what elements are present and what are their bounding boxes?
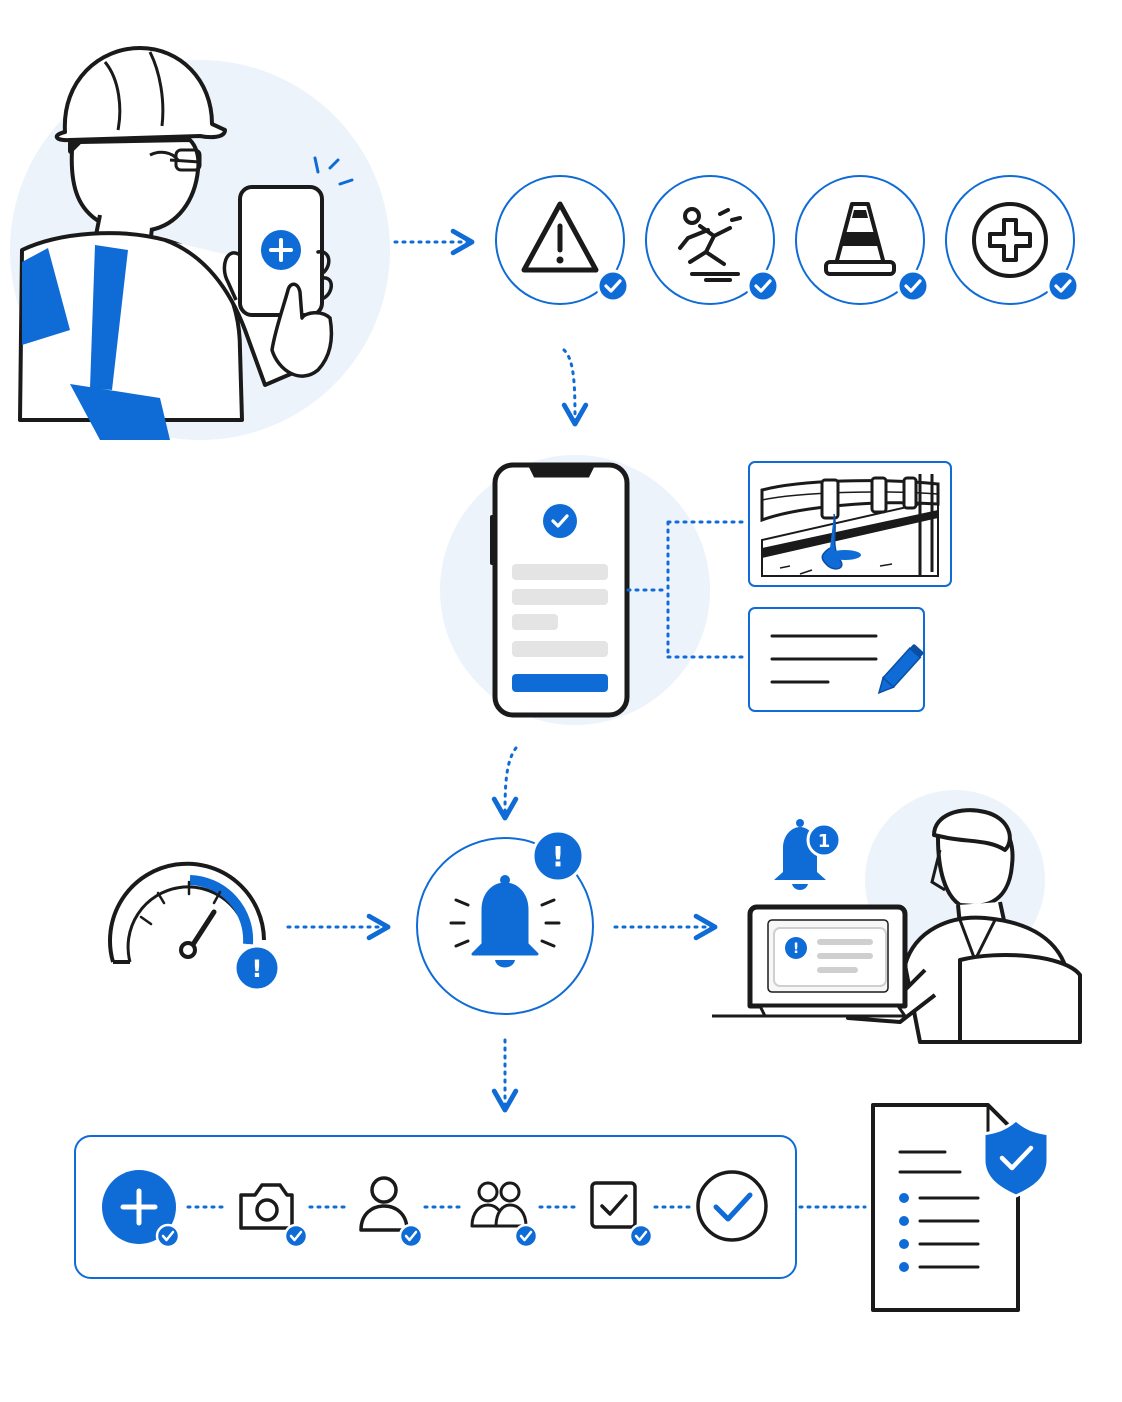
supervisor-illustration: 1 !	[712, 790, 1082, 1044]
alert-hub-badge: !	[531, 829, 585, 883]
warning-triangle-icon	[521, 201, 599, 273]
workflow-steps	[74, 1135, 797, 1279]
step-complete[interactable]	[696, 1170, 768, 1242]
laptop-alert-icon: !	[785, 937, 807, 959]
notification-count-badge: 1	[806, 822, 842, 858]
photo-attachment-card[interactable]	[748, 461, 952, 587]
hard-hat-icon	[54, 46, 227, 143]
form-field-2[interactable]	[512, 589, 608, 605]
svg-text:!: !	[252, 955, 263, 983]
form-field-4[interactable]	[512, 641, 608, 657]
check-circle-icon	[696, 1170, 768, 1242]
compliance-report[interactable]	[871, 1103, 1050, 1312]
form-submit-button[interactable]	[512, 674, 608, 692]
gauge-level	[189, 875, 254, 945]
arrow-form-to-alert	[491, 746, 519, 821]
shield-check-icon	[982, 1118, 1050, 1198]
gauge-ticks	[139, 880, 222, 926]
slip-fall-icon	[678, 207, 742, 282]
form-field-1[interactable]	[512, 564, 608, 580]
hazard-slip-fall[interactable]	[645, 175, 780, 305]
report-bullets	[899, 1193, 980, 1272]
gauge-alert-badge: !	[233, 944, 281, 992]
arrow-hazards-to-form	[561, 348, 589, 427]
alert-hub[interactable]: !	[416, 829, 594, 1015]
first-aid-icon	[972, 202, 1048, 278]
form-submitted-check-icon	[543, 504, 577, 538]
step-review[interactable]	[590, 1181, 654, 1249]
office-chair	[958, 953, 1082, 1044]
step-photo[interactable]	[239, 1183, 309, 1249]
document-icon	[871, 1103, 1020, 1312]
field-worker-illustration	[10, 46, 390, 440]
hazard-categories	[495, 175, 1080, 305]
hazard-traffic-cone[interactable]	[795, 175, 930, 305]
svg-text:!: !	[793, 941, 799, 957]
svg-text:!: !	[552, 840, 565, 873]
pencil-icon	[877, 644, 924, 695]
alarm-bell-icon	[449, 875, 561, 968]
form-field-3[interactable]	[512, 614, 558, 630]
traffic-cone-icon	[824, 202, 896, 276]
step-assign-user[interactable]	[359, 1176, 424, 1249]
team-icon	[470, 1181, 528, 1228]
tapping-finger	[270, 282, 334, 378]
notes-attachment-card[interactable]	[748, 607, 925, 712]
step-notify-team[interactable]	[470, 1181, 539, 1249]
checkbox-icon	[590, 1181, 637, 1229]
risk-gauge: !	[108, 861, 281, 992]
hazard-warning[interactable]	[495, 175, 630, 305]
step-add[interactable]	[102, 1170, 181, 1249]
user-icon	[359, 1176, 409, 1232]
svg-text:1: 1	[818, 831, 831, 852]
tap-spark-icon	[313, 156, 354, 186]
report-form-section	[440, 455, 952, 725]
gauge-needle	[189, 909, 217, 949]
attachment-connectors	[626, 520, 744, 659]
camera-icon	[239, 1183, 294, 1230]
hazard-first-aid[interactable]	[945, 175, 1080, 305]
